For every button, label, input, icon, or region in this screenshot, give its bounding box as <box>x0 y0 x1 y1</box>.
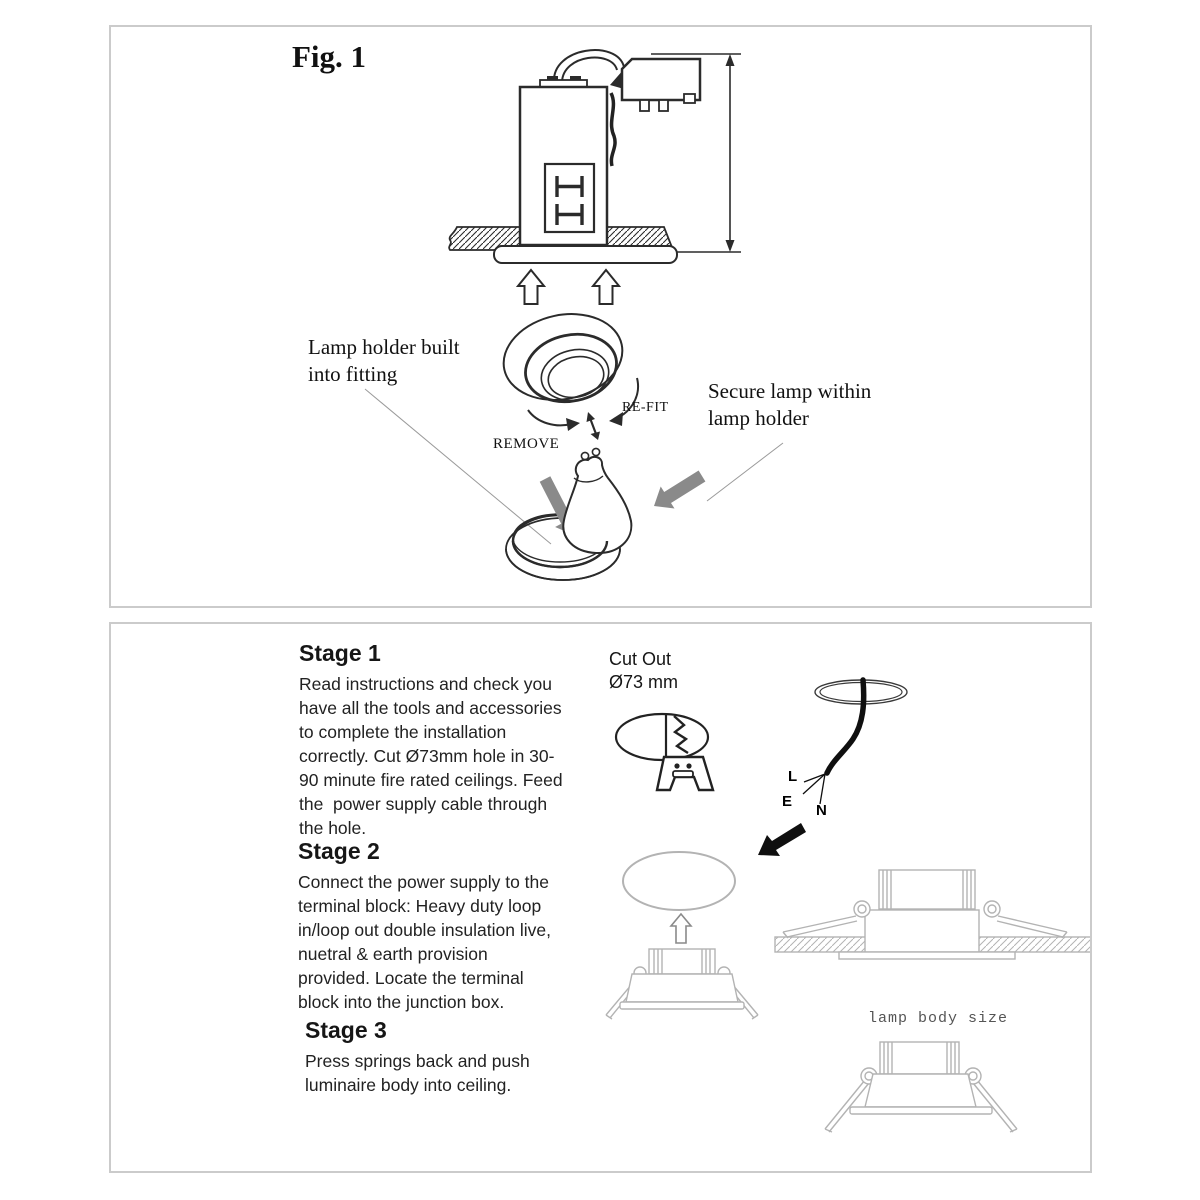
remove-refit-arrows <box>527 377 640 440</box>
insert-up-arrow <box>669 912 693 944</box>
fig1-panel: Fig. 1 Lamp holder built into fitting Se… <box>109 25 1092 608</box>
stage-2-body: Connect the power supply to the terminal… <box>298 872 551 1012</box>
stage-1-section: Stage 1 Read instructions and check you … <box>299 640 563 840</box>
press-arrow-right <box>654 470 706 509</box>
wire-label-earth: E <box>782 793 793 810</box>
feed-direction-arrow <box>758 823 806 856</box>
gu10-lamp-drawing <box>562 447 633 555</box>
cable-drop <box>609 92 617 167</box>
ceiling-hole-drawing <box>622 851 736 911</box>
supply-cable-loop <box>552 49 625 83</box>
label-secure-lamp: Secure lamp within lamp holder <box>708 379 872 430</box>
stage-1-title: Stage 1 <box>299 640 381 666</box>
cutout-hole-drawing <box>614 712 715 792</box>
label-lamp-holder: Lamp holder built into fitting <box>308 335 460 386</box>
dimension-lines <box>651 53 741 253</box>
junction-box-drawing <box>620 57 702 112</box>
lamp-body-size-caption: lamp body size <box>868 1010 1009 1027</box>
lamp-body-drawing <box>518 76 609 247</box>
stage-3-section: Stage 3 Press springs back and push lumi… <box>305 1017 530 1097</box>
terminal-block-symbol <box>543 162 596 234</box>
stage-2-section: Stage 2 Connect the power supply to the … <box>298 838 551 1014</box>
stage-3-body: Press springs back and push luminaire bo… <box>305 1051 530 1095</box>
lamp-holder-ring-drawing <box>502 313 624 404</box>
stage-1-body: Read instructions and check you have all… <box>299 674 563 838</box>
lamp-body-size-drawing <box>824 1041 1018 1133</box>
wire-label-live: L <box>788 768 798 785</box>
stages-panel: Stage 1 Read instructions and check you … <box>109 622 1092 1173</box>
bezel-ring-front-rim <box>505 540 621 581</box>
cutout-title: Cut Out <box>609 649 672 669</box>
luminaire-front-view-drawing <box>605 948 759 1020</box>
push-up-arrows <box>515 268 622 305</box>
trim-ring-drawing <box>493 245 678 264</box>
supply-cable-drawing <box>802 677 908 805</box>
ceiling-cross-section-drawing <box>774 869 1090 960</box>
cutout-label: Cut Out Ø73 mm <box>609 648 678 694</box>
leader-line-left <box>364 388 552 545</box>
fig1-drawing <box>364 49 784 581</box>
stage-3-title: Stage 3 <box>305 1017 387 1043</box>
label-refit: RE-FIT <box>622 400 669 415</box>
stages-drawing <box>605 677 1090 1133</box>
ceiling-hatch-left <box>448 226 521 251</box>
cutout-size: Ø73 mm <box>609 672 679 692</box>
label-remove: REMOVE <box>493 436 560 452</box>
leader-line-right <box>706 442 784 502</box>
cable-gland <box>610 69 624 89</box>
wire-label-neutral: N <box>816 802 827 819</box>
figure-title: Fig. 1 <box>292 39 367 74</box>
stage-2-title: Stage 2 <box>298 838 380 864</box>
